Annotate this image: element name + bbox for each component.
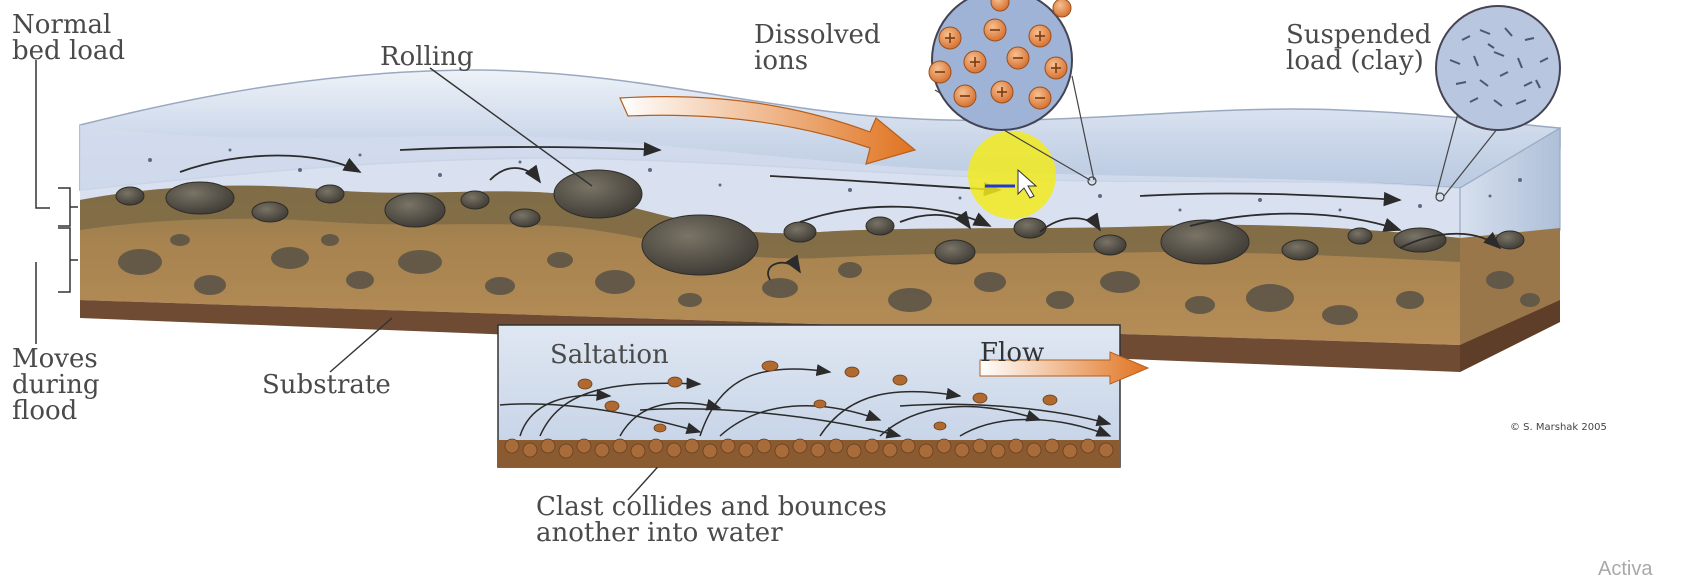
dissolved-ions-magnifier: [929, 0, 1072, 130]
left-brackets: [36, 60, 78, 344]
label-substrate: Substrate: [262, 372, 391, 398]
label-rolling: Rolling: [380, 44, 474, 70]
label-flow: Flow: [980, 340, 1044, 366]
label-normal-bed-load: Normal bed load: [12, 12, 125, 64]
copyright-credit: © S. Marshak 2005: [1510, 422, 1607, 433]
windows-activation-watermark: Activa: [1598, 558, 1652, 581]
label-dissolved-ions: Dissolved ions: [754, 22, 881, 74]
label-saltation: Saltation: [550, 342, 669, 368]
label-clast-collides: Clast collides and bounces another into …: [536, 494, 887, 546]
cursor-highlight: [968, 131, 1056, 219]
label-suspended-load: Suspended load (clay): [1286, 22, 1431, 74]
suspended-clay-magnifier: [1436, 6, 1560, 130]
label-moves-during-flood: Moves during flood: [12, 346, 100, 424]
